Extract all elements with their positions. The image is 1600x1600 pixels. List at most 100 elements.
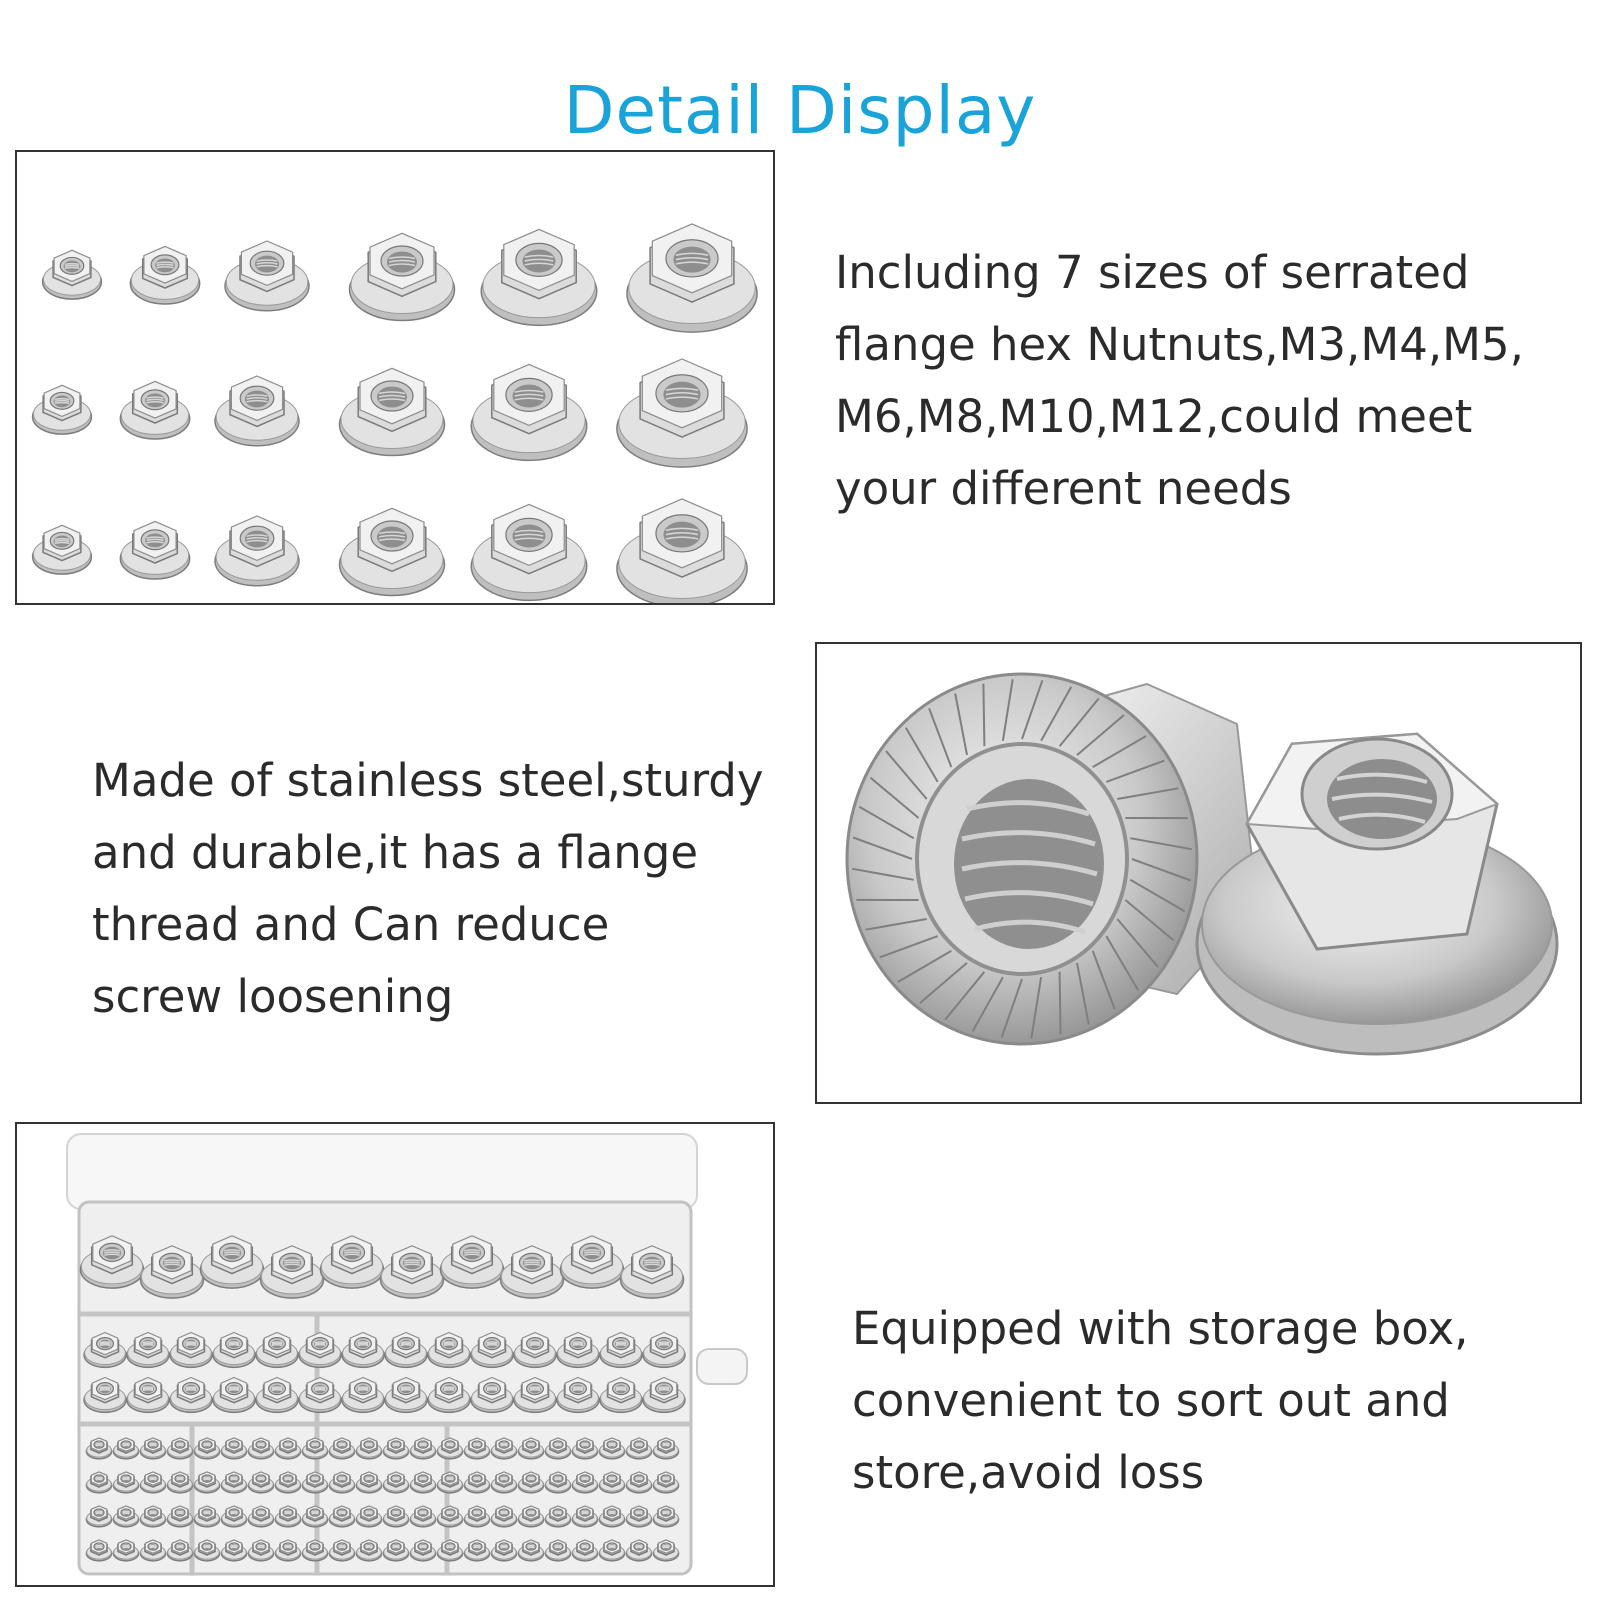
flange-nut [571, 1505, 599, 1528]
flange-nut [427, 1331, 471, 1369]
sizes-line-1: Including 7 sizes of serrated [835, 246, 1470, 299]
flange-nut [220, 1437, 248, 1460]
flange-nut [112, 1539, 140, 1562]
flange-nut [470, 1376, 514, 1414]
flange-nut [79, 1235, 145, 1289]
flange-nut [348, 232, 456, 322]
flange-nut [499, 1245, 565, 1299]
flange-nut [220, 1539, 248, 1562]
flange-nut [490, 1471, 518, 1494]
flange-nut [384, 1376, 428, 1414]
flange-nut [274, 1437, 302, 1460]
flange-nut [544, 1437, 572, 1460]
flange-nut [193, 1471, 221, 1494]
flange-nut [139, 1245, 205, 1299]
flange-nut [193, 1539, 221, 1562]
flange-nut [274, 1539, 302, 1562]
flange-nut [379, 1245, 445, 1299]
flange-nut [274, 1505, 302, 1528]
flange-nut [599, 1331, 643, 1369]
flange-nut [338, 507, 446, 597]
storage-line-1: Equipped with storage box, [852, 1302, 1469, 1355]
flange-nut [625, 1539, 653, 1562]
flange-nut [571, 1437, 599, 1460]
flange-nut [470, 503, 588, 602]
flange-nut [169, 1376, 213, 1414]
flange-nut [619, 1245, 685, 1299]
flange-nut [341, 1331, 385, 1369]
flange-nut [652, 1471, 680, 1494]
flange-nut [199, 1235, 265, 1289]
flange-nut [126, 1376, 170, 1414]
storage-box-photo [15, 1122, 775, 1587]
flange-nut [463, 1471, 491, 1494]
flange-nut [119, 380, 191, 440]
flange-nut [139, 1437, 167, 1460]
storage-box-icon [66, 1133, 748, 1576]
flange-nut [328, 1471, 356, 1494]
flange-nut-size-grid-icon [31, 223, 758, 603]
flange-nut [338, 367, 446, 457]
flange-nut [463, 1437, 491, 1460]
flange-nut [642, 1376, 686, 1414]
flange-nut [126, 1331, 170, 1369]
material-description: Made of stainless steel,sturdy and durab… [92, 745, 763, 1033]
flange-nut [470, 1331, 514, 1369]
flange-nut [409, 1539, 437, 1562]
flange-nut [328, 1539, 356, 1562]
material-line-4: screw loosening [92, 970, 454, 1023]
hex-nut-right [1195, 732, 1559, 1056]
flange-nut [544, 1471, 572, 1494]
flange-nut [328, 1437, 356, 1460]
material-line-1: Made of stainless steel,sturdy [92, 754, 764, 807]
storage-line-3: store,avoid loss [852, 1446, 1205, 1499]
flange-nut [328, 1505, 356, 1528]
flange-nut [616, 498, 748, 603]
flange-nut [642, 1331, 686, 1369]
flange-nut [598, 1505, 626, 1528]
flange-nut [224, 240, 310, 312]
flange-nut [298, 1376, 342, 1414]
flange-nut [247, 1539, 275, 1562]
flange-nut [513, 1331, 557, 1369]
flange-nut [463, 1505, 491, 1528]
flange-nut [625, 1471, 653, 1494]
flange-nut [436, 1505, 464, 1528]
flange-nut-closeup-icon [845, 672, 1559, 1056]
flange-nut [112, 1505, 140, 1528]
flange-nut [382, 1471, 410, 1494]
flange-nut [85, 1437, 113, 1460]
flange-nut [382, 1539, 410, 1562]
flange-nut [247, 1505, 275, 1528]
flange-nut [319, 1235, 385, 1289]
flange-nut [193, 1505, 221, 1528]
flange-nut [166, 1437, 194, 1460]
flange-nut [517, 1505, 545, 1528]
material-line-3: thread and Can reduce [92, 898, 610, 951]
flange-nut [301, 1539, 329, 1562]
flange-nut [112, 1471, 140, 1494]
flange-nut [513, 1376, 557, 1414]
sizes-line-3: M6,M8,M10,M12,could meet [835, 390, 1473, 443]
flange-nut [652, 1539, 680, 1562]
flange-nut [212, 1331, 256, 1369]
flange-nut [166, 1471, 194, 1494]
flange-nut [517, 1471, 545, 1494]
storage-line-2: convenient to sort out and [852, 1374, 1450, 1427]
flange-nut [626, 223, 758, 333]
flange-nut [652, 1505, 680, 1528]
flange-nut [214, 375, 300, 447]
flange-nut [31, 524, 93, 575]
flange-nut [490, 1505, 518, 1528]
flange-nut [652, 1437, 680, 1460]
flange-nut [166, 1505, 194, 1528]
flange-nut [41, 249, 103, 300]
flange-nut [480, 228, 598, 327]
flange-nut [255, 1376, 299, 1414]
flange-nut [193, 1437, 221, 1460]
storage-description: Equipped with storage box, convenient to… [852, 1293, 1468, 1509]
flange-nut [544, 1539, 572, 1562]
flange-nut [559, 1235, 625, 1289]
flange-nut [247, 1437, 275, 1460]
flange-nut [112, 1437, 140, 1460]
